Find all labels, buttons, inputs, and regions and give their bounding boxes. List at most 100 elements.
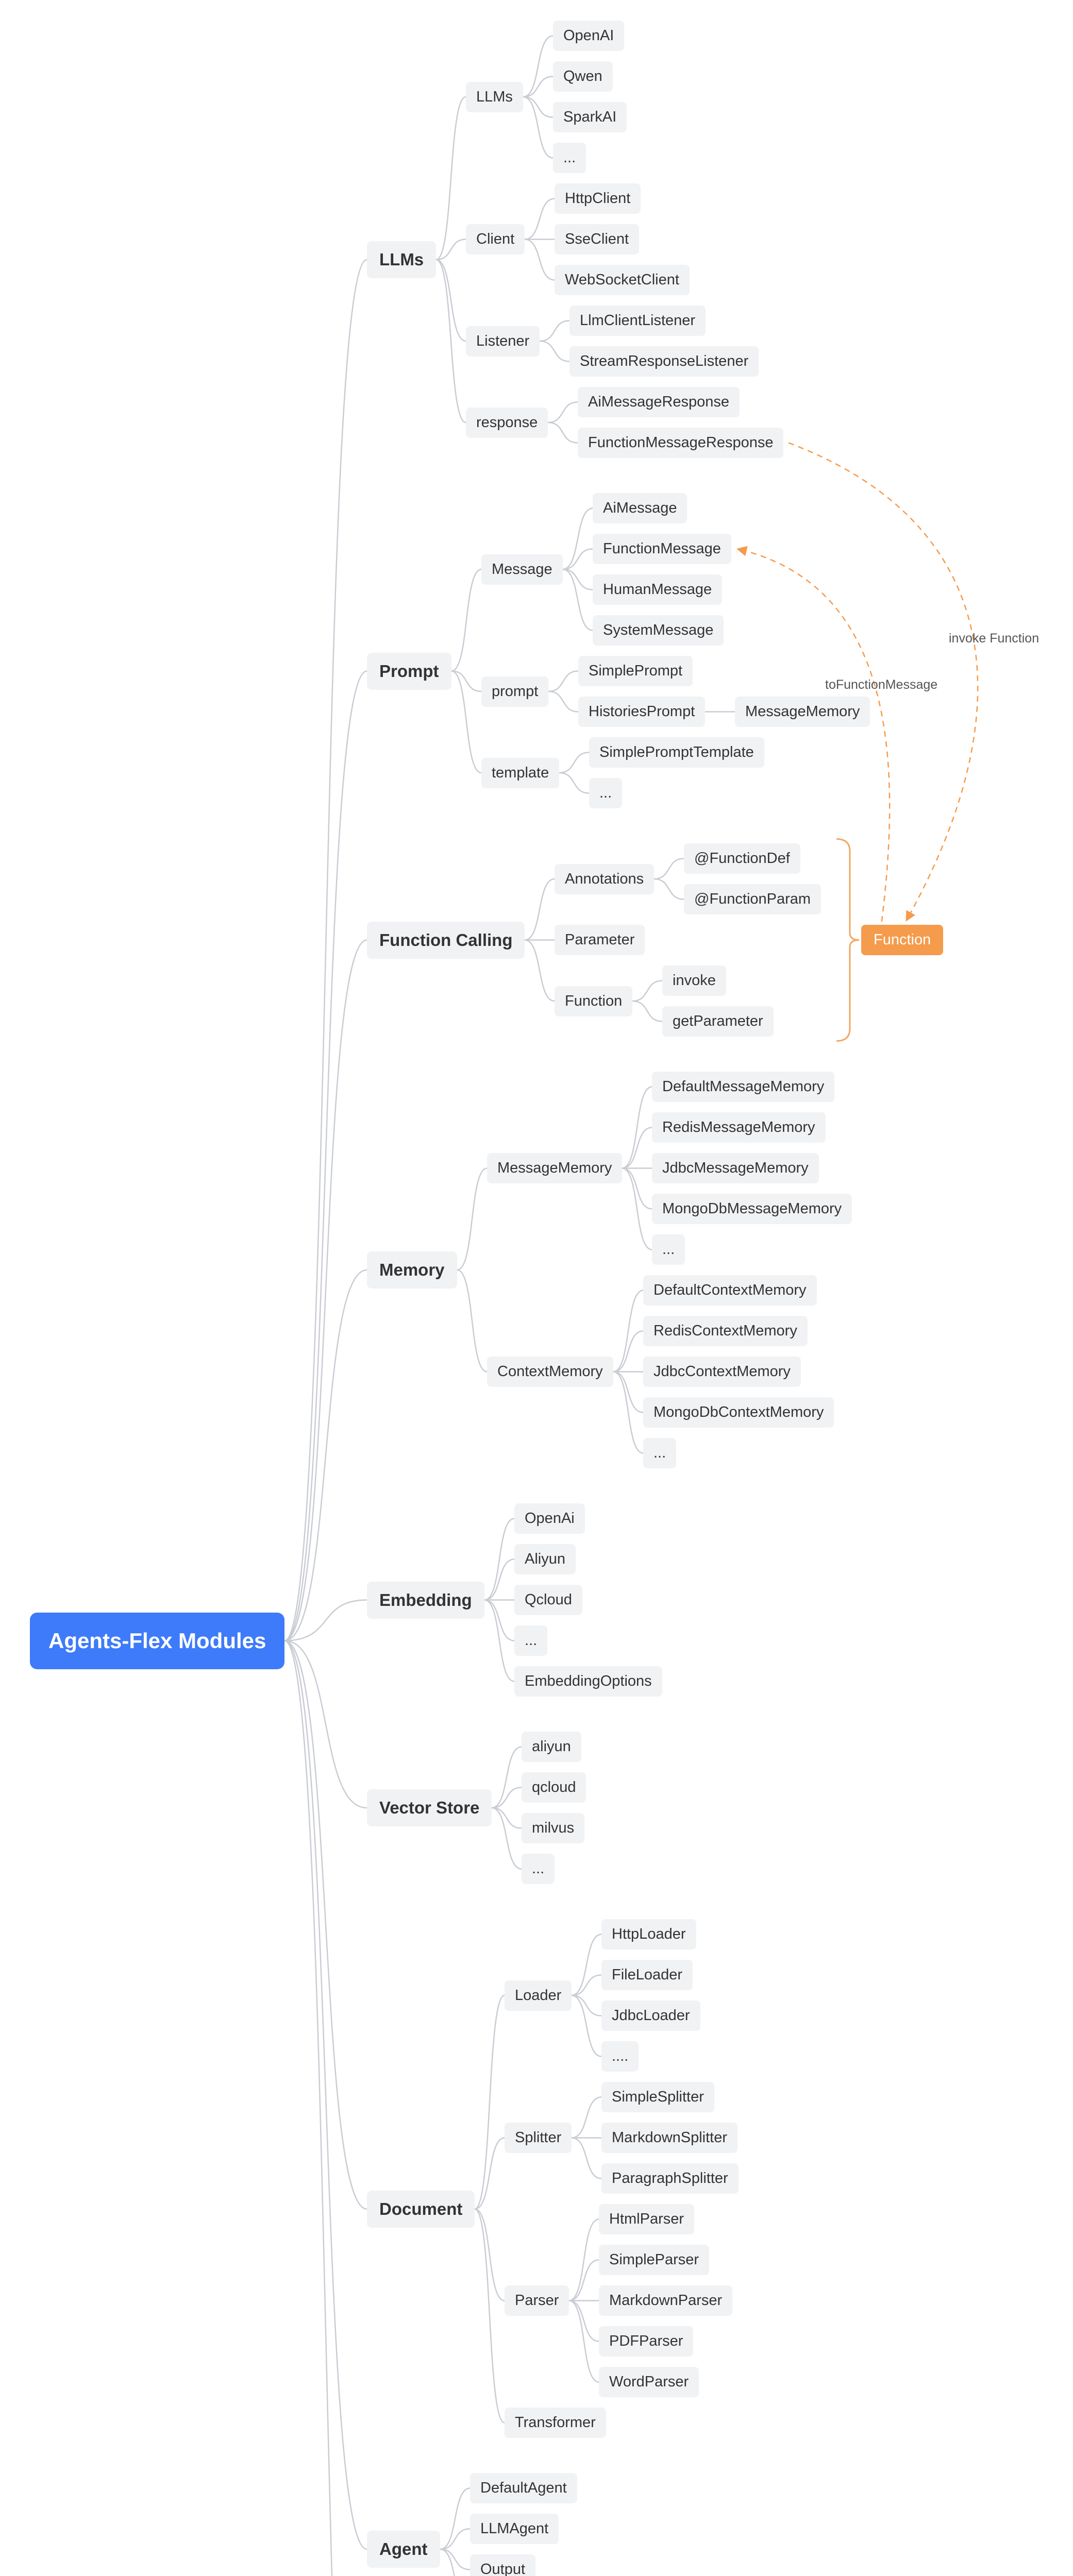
mindmap-node-mongodbcontextmemory[interactable]: MongoDbContextMemory [643,1397,834,1428]
mindmap-node-client[interactable]: Client [466,224,525,255]
mindmap-node-simpleparser[interactable]: SimpleParser [599,2245,710,2275]
mindmap-node-humanmessage[interactable]: HumanMessage [593,574,723,605]
mindmap-node-document[interactable]: Document [367,2191,475,2228]
tree-connector [571,2096,602,2139]
mindmap-node-sparkai[interactable]: SparkAI [553,102,627,132]
mindmap-node-aliyun[interactable]: Aliyun [514,1544,576,1574]
mindmap-node-historiesprompt[interactable]: HistoriesPrompt [578,697,706,727]
mindmap-node-milvus[interactable]: milvus [522,1813,585,1843]
mindmap-node-llmclientlistener[interactable]: LlmClientListener [569,306,706,336]
mindmap-node-defaultagent[interactable]: DefaultAgent [470,2473,577,2503]
mindmap-node-agent[interactable]: Agent [367,2531,440,2568]
mindmap-node-simpleprompttemplate[interactable]: SimplePromptTemplate [589,737,764,768]
mindmap-node-output[interactable]: Output [470,2554,536,2576]
mindmap-node-aimessageresponse[interactable]: AiMessageResponse [578,387,740,417]
mindmap-node-splitter[interactable]: Splitter [505,2123,572,2153]
mindmap-node-httploader[interactable]: HttpLoader [601,1919,696,1950]
mindmap-node-htmlparser[interactable]: HtmlParser [599,2204,695,2234]
mindmap-node-qwen[interactable]: Qwen [553,61,613,92]
summary-bracket [836,838,860,1042]
mindmap-node-openai[interactable]: OpenAI [553,21,625,51]
tree-connector [523,96,554,159]
mindmap-node-embedding[interactable]: Embedding [367,1582,484,1619]
mindmap-node-getparameter[interactable]: getParameter [662,1006,774,1037]
tree-connector [571,2137,602,2179]
mindmap-node-jdbcmessagememory[interactable]: JdbcMessageMemory [652,1153,819,1183]
mindmap-node-function-calling[interactable]: Function Calling [367,922,525,959]
tree-connector [491,1807,522,1829]
mindmap-node-ellipsis[interactable]: .... [601,2041,639,2072]
mindmap-node-ellipsis[interactable]: ... [643,1438,677,1468]
mindmap-node-sseclient[interactable]: SseClient [555,224,640,255]
mindmap-node-parameter[interactable]: Parameter [555,925,645,955]
mindmap-node-ellipsis[interactable]: ... [514,1625,548,1656]
mindmap-node-messagememory[interactable]: MessageMemory [487,1153,623,1183]
mindmap-node-llms[interactable]: LLMs [466,82,523,112]
mindmap-node-prompt[interactable]: Prompt [367,653,451,690]
mindmap-node-transformer[interactable]: Transformer [505,2408,606,2438]
mindmap-node-messagememory[interactable]: MessageMemory [735,697,870,727]
mindmap-node-openai[interactable]: OpenAi [514,1503,585,1534]
mindmap-node-functionmessage[interactable]: FunctionMessage [593,534,731,564]
tree-connector [613,1290,644,1372]
mindmap-node-redismessagememory[interactable]: RedisMessageMemory [652,1112,826,1143]
mindmap-node-jdbcloader[interactable]: JdbcLoader [601,2001,700,2031]
mindmap-node-message[interactable]: Message [481,554,563,585]
mindmap-node-mongodbmessagememory[interactable]: MongoDbMessageMemory [652,1194,852,1224]
mindmap-node-template[interactable]: template [481,758,560,788]
tree-connector [474,2137,505,2210]
mindmap-node-simpleprompt[interactable]: SimplePrompt [578,656,693,686]
tree-connector [613,1371,644,1413]
mindmap-node-ellipsis[interactable]: ... [553,143,586,173]
mindmap-node-aimessage[interactable]: AiMessage [593,493,688,523]
mindmap-node-defaultcontextmemory[interactable]: DefaultContextMemory [643,1275,817,1306]
mindmap-node-paragraphsplitter[interactable]: ParagraphSplitter [601,2163,739,2194]
summary-node-function[interactable]: Function [861,925,944,955]
mindmap-node-functionmessageresponse[interactable]: FunctionMessageResponse [578,428,784,458]
mindmap-node-qcloud[interactable]: Qcloud [514,1585,582,1615]
tree-connector [562,507,593,570]
tree-connector [568,2300,599,2383]
tree-connector [484,1558,515,1601]
mindmap-node-ellipsis[interactable]: ... [652,1234,685,1265]
mindmap-node-parser[interactable]: Parser [505,2285,569,2316]
mindmap-node-listener[interactable]: Listener [466,326,540,357]
mindmap-node-function[interactable]: Function [555,986,633,1016]
edge-label-invoke-function: invoke Function [949,631,1040,646]
mindmap-node-contextmemory[interactable]: ContextMemory [487,1357,613,1387]
mindmap-node-qcloud[interactable]: qcloud [522,1772,586,1803]
mindmap-node-agents-flex-modules[interactable]: Agents-Flex Modules [30,1613,285,1670]
mindmap-node-llmagent[interactable]: LLMAgent [470,2514,559,2544]
tree-connector [548,670,579,692]
mindmap-node-rediscontextmemory[interactable]: RedisContextMemory [643,1316,808,1346]
mindmap-node-jdbccontextmemory[interactable]: JdbcContextMemory [643,1357,801,1387]
mindmap-node-markdownparser[interactable]: MarkdownParser [599,2285,733,2316]
mindmap-node-invoke[interactable]: invoke [662,965,726,996]
mindmap-node-ellipsis[interactable]: ... [589,778,623,808]
mindmap-node-markdownsplitter[interactable]: MarkdownSplitter [601,2123,738,2153]
mindmap-node-fileloader[interactable]: FileLoader [601,1960,693,1990]
mindmap-node-embeddingoptions[interactable]: EmbeddingOptions [514,1666,662,1697]
mindmap-node-functionparam[interactable]: @FunctionParam [684,884,821,914]
mindmap-node-wordparser[interactable]: WordParser [599,2367,699,2397]
mindmap-node-pdfparser[interactable]: PDFParser [599,2326,694,2357]
mindmap-node-simplesplitter[interactable]: SimpleSplitter [601,2082,714,2112]
mindmap-node-annotations[interactable]: Annotations [555,864,655,894]
mindmap-node-functiondef[interactable]: @FunctionDef [684,843,800,874]
mindmap-node-llms[interactable]: LLMs [367,241,437,278]
tree-connector [451,568,482,672]
mindmap-node-defaultmessagememory[interactable]: DefaultMessageMemory [652,1072,835,1102]
mindmap-node-aliyun[interactable]: aliyun [522,1732,581,1762]
mindmap-node-websocketclient[interactable]: WebSocketClient [555,265,690,295]
mindmap-node-httpclient[interactable]: HttpClient [555,183,641,214]
mindmap-node-ellipsis[interactable]: ... [522,1854,555,1884]
tree-connector [435,239,466,261]
mindmap-node-loader[interactable]: Loader [505,1980,572,2011]
mindmap-node-streamresponselistener[interactable]: StreamResponseListener [569,346,759,377]
mindmap-node-prompt[interactable]: prompt [481,676,549,707]
mindmap-node-memory[interactable]: Memory [367,1251,457,1289]
tree-connector [568,2218,599,2301]
mindmap-node-systemmessage[interactable]: SystemMessage [593,615,724,646]
mindmap-node-response[interactable]: response [466,408,548,438]
mindmap-node-vector-store[interactable]: Vector Store [367,1789,492,1826]
